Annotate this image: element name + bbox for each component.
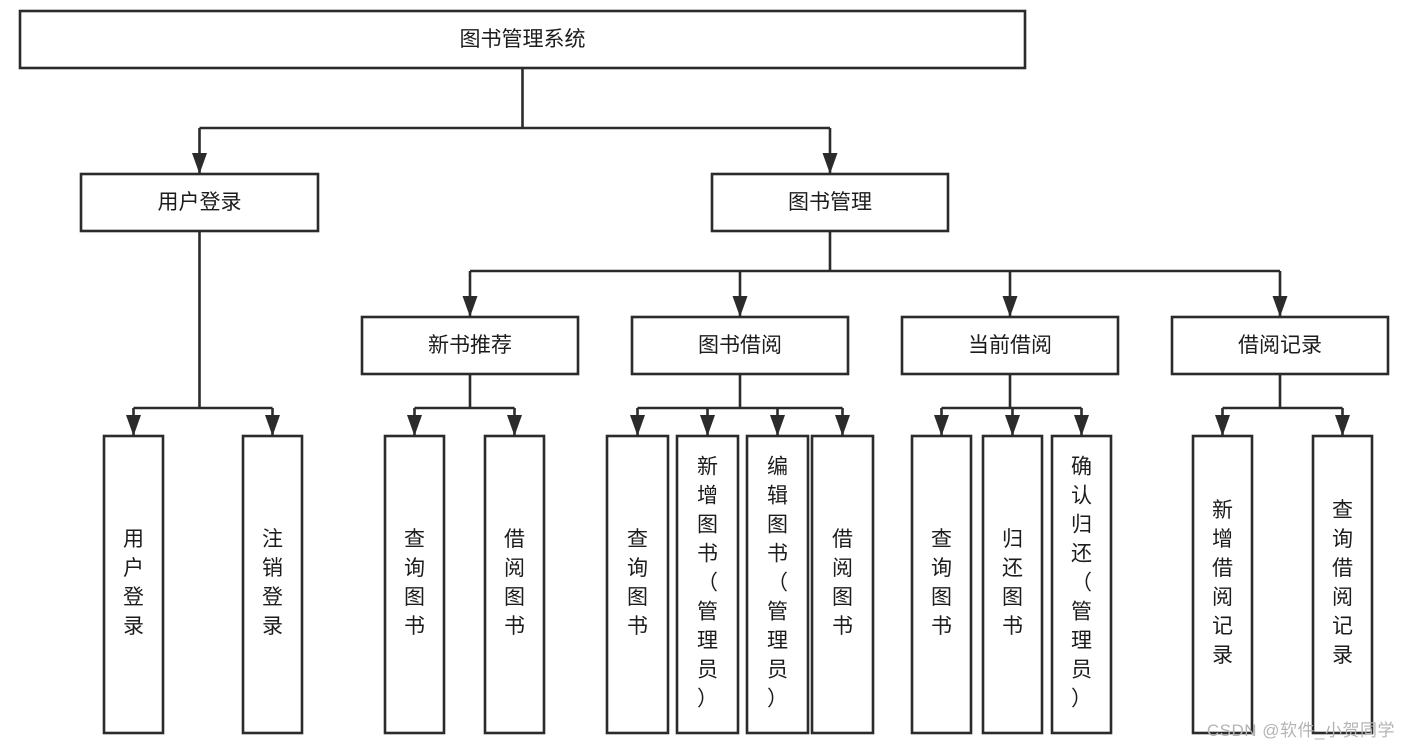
arrow-head-icon-new-book-recommend-1 <box>507 415 522 436</box>
arrow-head-icon-book-borrow-2 <box>770 415 785 436</box>
node-box-leaf-query-book-recommend <box>383 434 446 735</box>
arrow-head-icon-book-management-0 <box>462 296 478 317</box>
node-label-leaf-logout-login: 注销登录 <box>262 528 283 638</box>
node-label-book-management: 图书管理 <box>788 191 872 214</box>
node-box-leaf-borrow-book-recommend <box>483 434 546 735</box>
node-label-leaf-add-book-admin: 新增图书（管理员） <box>697 456 718 711</box>
node-label-book-borrow: 图书借阅 <box>698 334 782 357</box>
node-box-book-borrow <box>630 315 850 376</box>
node-box-borrow-record <box>1170 315 1390 376</box>
node-leaf-user-login[interactable]: 用户登录 <box>102 434 165 735</box>
node-label-borrow-record: 借阅记录 <box>1238 334 1322 357</box>
node-box-user-login <box>79 172 320 233</box>
node-box-leaf-query-book-borrow <box>605 434 670 735</box>
arrow-head-icon-new-book-recommend-0 <box>407 415 422 436</box>
arrow-head-icon-borrow-record-1 <box>1335 415 1350 436</box>
node-leaf-edit-book-admin[interactable]: 编辑图书（管理员） <box>745 434 810 735</box>
arrow-head-icon-current-borrow-2 <box>1074 415 1089 436</box>
node-box-book-management <box>710 172 950 233</box>
node-leaf-return-book[interactable]: 归还图书 <box>981 434 1044 735</box>
node-label-user-login: 用户登录 <box>158 191 242 214</box>
node-box-leaf-query-borrow-record <box>1311 434 1374 735</box>
arrow-head-icon-root-0 <box>192 153 207 174</box>
node-leaf-borrow-book-recommend[interactable]: 借阅图书 <box>483 434 546 735</box>
node-leaf-query-borrow-record[interactable]: 查询借阅记录 <box>1311 434 1374 735</box>
node-layer: 图书管理系统用户登录图书管理新书推荐图书借阅当前借阅借阅记录用户登录注销登录查询… <box>18 9 1390 735</box>
node-label-leaf-return-book: 归还图书 <box>1002 528 1023 638</box>
node-box-current-borrow <box>900 315 1120 376</box>
node-box-leaf-add-book-admin <box>675 434 740 735</box>
node-box-leaf-add-borrow-record <box>1191 434 1254 735</box>
arrow-head-icon-current-borrow-1 <box>1005 415 1020 436</box>
node-leaf-query-book-current[interactable]: 查询图书 <box>910 434 973 735</box>
node-leaf-borrow-book[interactable]: 借阅图书 <box>810 434 875 735</box>
node-box-leaf-borrow-book <box>810 434 875 735</box>
node-label-leaf-edit-book-admin: 编辑图书（管理员） <box>767 456 788 711</box>
arrow-head-icon-user-login-1 <box>265 415 280 436</box>
node-leaf-add-borrow-record[interactable]: 新增借阅记录 <box>1191 434 1254 735</box>
arrow-head-icon-book-borrow-1 <box>700 415 715 436</box>
node-box-leaf-user-login <box>102 434 165 735</box>
node-leaf-add-book-admin[interactable]: 新增图书（管理员） <box>675 434 740 735</box>
csdn-watermark: CSDN @软件_小贺同学 <box>1206 721 1395 740</box>
node-book-management[interactable]: 图书管理 <box>710 172 950 233</box>
node-leaf-logout-login[interactable]: 注销登录 <box>241 434 304 735</box>
connector-layer <box>126 68 1350 436</box>
node-box-leaf-logout-login <box>241 434 304 735</box>
arrow-head-icon-root-1 <box>822 153 838 174</box>
arrow-head-icon-user-login-0 <box>126 415 141 436</box>
node-label-leaf-borrow-book-recommend: 借阅图书 <box>504 528 525 638</box>
node-box-leaf-return-book <box>981 434 1044 735</box>
node-box-root <box>18 9 1027 70</box>
node-leaf-query-book-recommend[interactable]: 查询图书 <box>383 434 446 735</box>
node-label-leaf-confirm-return-admin: 确认归还（管理员） <box>1071 456 1092 711</box>
node-box-new-book-recommend <box>360 315 580 376</box>
arrow-head-icon-borrow-record-0 <box>1215 415 1230 436</box>
node-leaf-confirm-return-admin[interactable]: 确认归还（管理员） <box>1050 434 1113 735</box>
node-label-new-book-recommend: 新书推荐 <box>428 334 512 357</box>
node-leaf-query-book-borrow[interactable]: 查询图书 <box>605 434 670 735</box>
node-label-leaf-query-borrow-record: 查询借阅记录 <box>1332 499 1353 667</box>
arrow-head-icon-book-management-1 <box>732 296 748 317</box>
node-label-current-borrow: 当前借阅 <box>968 334 1052 357</box>
node-user-login[interactable]: 用户登录 <box>79 172 320 233</box>
node-label-root: 图书管理系统 <box>460 28 586 51</box>
node-box-leaf-query-book-current <box>910 434 973 735</box>
node-root[interactable]: 图书管理系统 <box>18 9 1027 70</box>
node-box-leaf-edit-book-admin <box>745 434 810 735</box>
arrow-head-icon-book-borrow-0 <box>630 415 645 436</box>
node-label-leaf-add-borrow-record: 新增借阅记录 <box>1212 499 1233 667</box>
node-label-leaf-query-book-borrow: 查询图书 <box>627 528 648 638</box>
arrow-head-icon-book-management-3 <box>1272 296 1288 317</box>
node-label-leaf-query-book-recommend: 查询图书 <box>404 528 425 638</box>
arrow-head-icon-book-management-2 <box>1002 296 1018 317</box>
arrow-head-icon-book-borrow-3 <box>835 415 850 436</box>
node-box-leaf-confirm-return-admin <box>1050 434 1113 735</box>
node-label-leaf-query-book-current: 查询图书 <box>931 528 952 638</box>
node-borrow-record[interactable]: 借阅记录 <box>1170 315 1390 376</box>
node-new-book-recommend[interactable]: 新书推荐 <box>360 315 580 376</box>
node-label-leaf-borrow-book: 借阅图书 <box>832 528 853 638</box>
node-label-leaf-user-login: 用户登录 <box>123 528 144 638</box>
arrow-head-icon-current-borrow-0 <box>934 415 949 436</box>
node-current-borrow[interactable]: 当前借阅 <box>900 315 1120 376</box>
node-book-borrow[interactable]: 图书借阅 <box>630 315 850 376</box>
